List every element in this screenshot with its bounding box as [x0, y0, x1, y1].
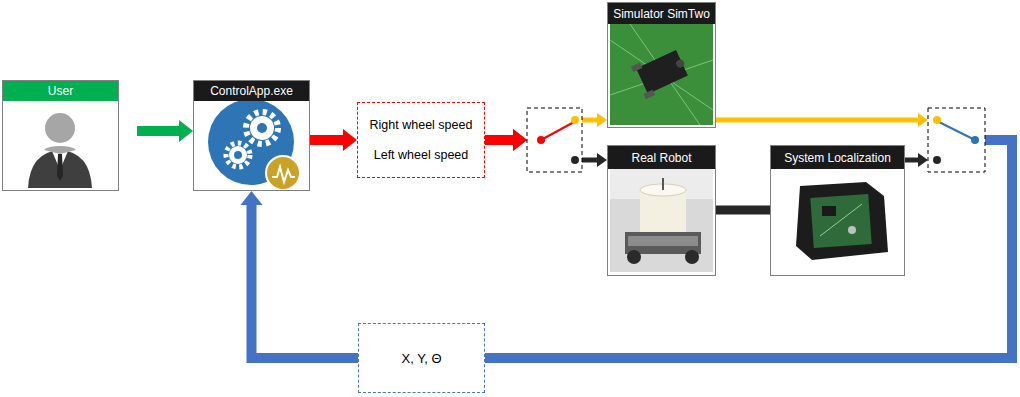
- illustration-part: [796, 182, 888, 260]
- signal-box: Right wheel speedLeft wheel speed: [357, 102, 485, 178]
- connector-line: [485, 140, 1012, 358]
- connector-line: [716, 118, 919, 123]
- illustration-part: [627, 250, 641, 264]
- connector: [485, 140, 1012, 358]
- illustration-part: [57, 154, 63, 181]
- pose-box: X, Y, Θ: [358, 323, 485, 393]
- connector: [485, 113, 607, 151]
- illustration-part: [28, 150, 92, 188]
- signal-label: Left wheel speed: [374, 148, 469, 162]
- person-icon: [28, 113, 92, 188]
- connector: [485, 129, 607, 167]
- illustration-part: [537, 136, 545, 144]
- connector: [137, 120, 193, 142]
- connector-line: [485, 135, 514, 145]
- illustration-part: [234, 151, 242, 159]
- illustration-part: [250, 116, 274, 140]
- illustration-part: [571, 156, 579, 164]
- connector-line: [310, 135, 344, 145]
- illustration-part: [45, 113, 75, 143]
- simulator-scene: [610, 24, 713, 125]
- connector-line: [582, 158, 598, 163]
- connector: [310, 129, 357, 151]
- arrow-head: [918, 113, 928, 127]
- illustration-part: [640, 190, 686, 234]
- illustration-part: [527, 108, 582, 172]
- connector-line: [485, 140, 1012, 358]
- arrow-head: [179, 120, 193, 142]
- connector-line: [485, 135, 514, 145]
- illustration-part: [610, 24, 713, 125]
- illustration-part: [266, 156, 300, 190]
- selector-switch: [928, 108, 985, 172]
- illustration-part: [848, 226, 856, 234]
- illustration-part: [631, 46, 692, 100]
- simulator-box: Simulator SimTwo: [607, 2, 716, 128]
- illustration-part: [644, 90, 656, 100]
- connector-line: [252, 204, 359, 358]
- illustration-part: [44, 146, 76, 154]
- box-title: Real Robot: [608, 146, 715, 169]
- arrow-head: [513, 129, 527, 151]
- arrow-head: [241, 191, 263, 205]
- illustration-part: [636, 50, 688, 94]
- illustration-part: [820, 204, 862, 236]
- illustration-part: [541, 122, 574, 140]
- arrow-head: [597, 153, 607, 167]
- connector: [241, 191, 359, 358]
- illustration-part: [610, 169, 713, 199]
- illustration-part: [571, 116, 579, 124]
- box-title: System Localization: [771, 146, 904, 169]
- box-title: ControlApp.exe: [194, 81, 309, 101]
- illustration-part: [928, 108, 985, 172]
- box-title: User: [3, 81, 118, 101]
- arrow-head: [918, 153, 928, 167]
- signal-label: Right wheel speed: [370, 118, 473, 132]
- illustration-part: [939, 122, 975, 140]
- robot-box: Real Robot: [607, 145, 716, 276]
- robot-photo: [610, 169, 713, 272]
- illustration-part: [933, 156, 941, 164]
- localization-box: System Localization: [770, 145, 905, 276]
- app-box: ControlApp.exe: [193, 80, 310, 191]
- illustration-part: [971, 136, 979, 144]
- connector-line: [137, 126, 180, 136]
- arrow-head: [597, 113, 607, 127]
- illustration-part: [933, 116, 941, 124]
- illustration-part: [246, 112, 278, 144]
- box-title: Simulator SimTwo: [608, 3, 715, 24]
- connector-line: [582, 118, 598, 123]
- illustration-part: [257, 123, 267, 133]
- illustration-part: [208, 99, 294, 185]
- arrow-head: [343, 129, 357, 151]
- illustration-part: [610, 24, 713, 125]
- signal-label: X, Y, Θ: [402, 351, 442, 366]
- illustration-part: [610, 169, 713, 272]
- illustration-part: [628, 236, 698, 246]
- illustration-part: [810, 194, 871, 248]
- illustration-part: [229, 146, 247, 164]
- connector: [716, 210, 770, 211]
- selector-switch: [527, 108, 582, 172]
- illustration-part: [822, 206, 836, 216]
- localization-device: [773, 169, 902, 272]
- illustration-part: [631, 62, 643, 72]
- connector-line: [716, 206, 770, 215]
- user-box: User: [2, 80, 119, 191]
- illustration-part: [675, 58, 686, 69]
- arrow-head: [513, 129, 527, 151]
- illustration-part: [685, 250, 699, 264]
- illustration-part: [662, 178, 664, 190]
- illustration-part: [272, 167, 295, 182]
- connector: [485, 113, 1012, 358]
- gears-icon: [208, 99, 300, 190]
- connector-line: [905, 158, 919, 163]
- illustration-part: [773, 169, 902, 272]
- illustration-part: [226, 143, 250, 167]
